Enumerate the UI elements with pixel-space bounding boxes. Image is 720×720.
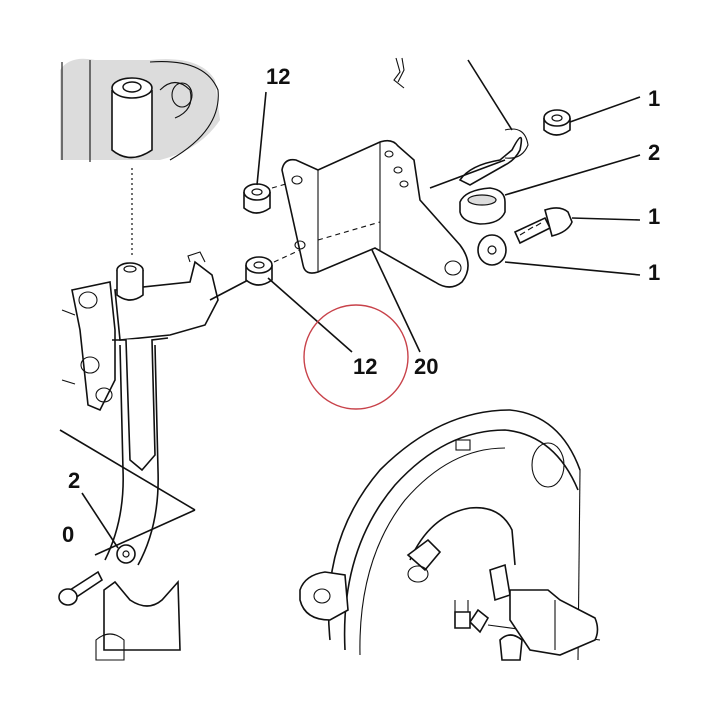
callout-1-b: 1: [648, 204, 660, 229]
leader-bracket-spacer: [209, 277, 253, 301]
leader-1b: [571, 217, 641, 221]
callout-20: 20: [414, 354, 438, 379]
wire-clip: [393, 57, 529, 186]
leader-clip: [429, 159, 506, 189]
grommet-part: [459, 187, 506, 225]
post-cylinder: [111, 77, 153, 159]
mounting-plate: [281, 139, 469, 288]
callout-0-left: 0: [62, 522, 74, 547]
spacer-middle: [245, 256, 273, 286]
bolt-part: [513, 207, 573, 245]
highlight-circle: [303, 304, 409, 410]
leader-2a: [504, 154, 641, 196]
booster-housing: [299, 409, 601, 661]
callout-1-a: 1: [648, 86, 660, 111]
callout-2-a: 2: [648, 140, 660, 165]
lower-left-parts: [58, 429, 196, 661]
callout-1-c: 1: [648, 260, 660, 285]
callout-12-mid: 12: [353, 354, 377, 379]
axis-spacer-top: [271, 179, 301, 189]
spacer-top: [243, 183, 271, 214]
leader-1c: [504, 261, 641, 276]
washer-part: [477, 234, 507, 266]
axis-spacer-mid: [273, 249, 301, 263]
leader-1a: [569, 96, 641, 123]
leader-12-mid: [267, 277, 353, 353]
nut-part: [543, 109, 571, 136]
callout-2-left: 2: [68, 468, 80, 493]
callout-12-top: 12: [266, 64, 290, 89]
leader-20: [371, 249, 421, 353]
leader-12-top: [256, 91, 267, 186]
left-bracket: [61, 251, 219, 566]
